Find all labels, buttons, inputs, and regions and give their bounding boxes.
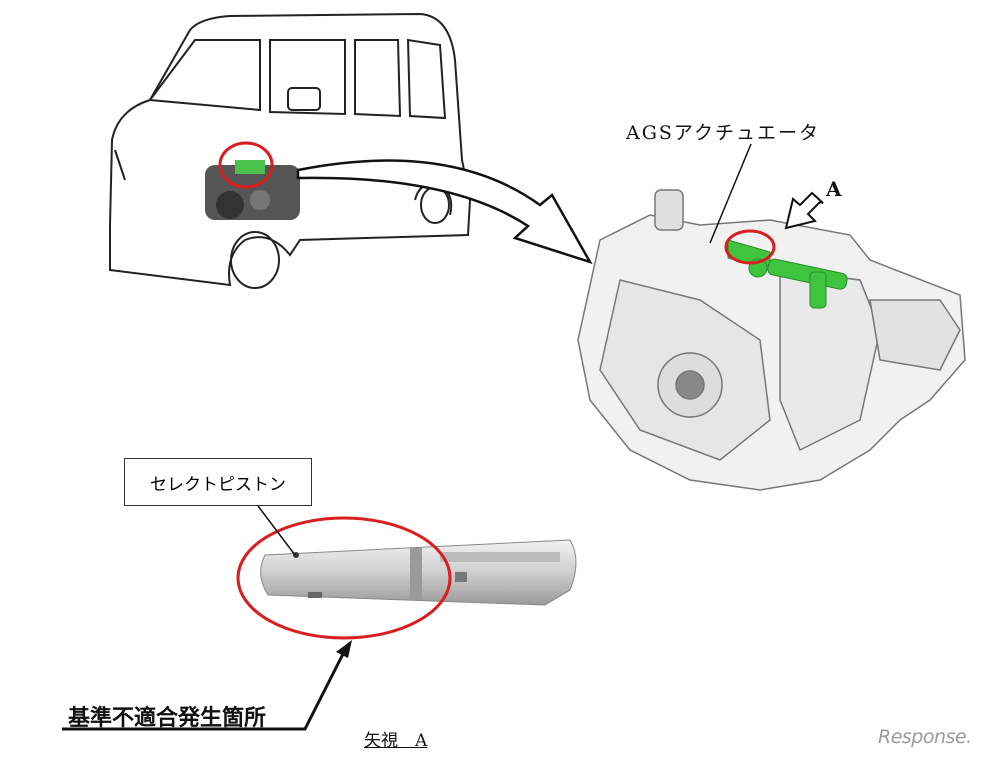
view-direction-arrow [784,191,824,230]
view-caption: 矢視 A [364,731,428,751]
defect-arrowhead [336,640,352,658]
defect-leader-line [62,649,347,731]
response-watermark-logo: Response. [878,726,972,748]
part-label: セレクトピストン [150,474,286,495]
select-piston-illustration [260,539,577,606]
highlight-circle-actuator [724,229,776,265]
transmission-illustration [577,189,966,491]
highlight-circle-van [218,141,274,189]
actuator-label: AGSアクチュエータ [626,122,820,144]
highlight-circle-piston [236,516,452,640]
big-curved-arrow [296,159,593,265]
part-label-box: セレクトピストン [124,458,312,506]
view-arrow-label: A [826,177,842,201]
defect-location-label: 基準不適合発生箇所 [68,706,267,731]
van-illustration [109,12,472,289]
actuator-leader-line [709,143,752,244]
piston-leader-line [257,505,296,556]
engine-illustration [205,160,300,220]
